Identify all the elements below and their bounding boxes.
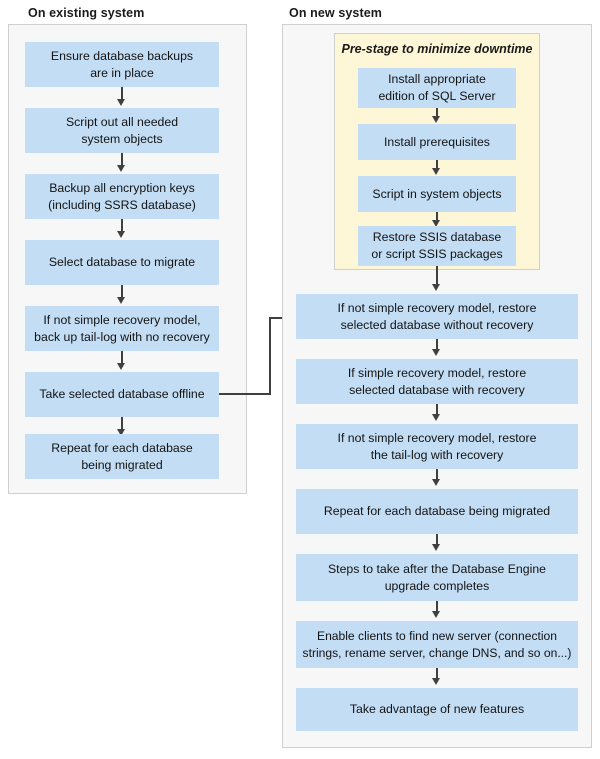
connector-line xyxy=(436,212,438,222)
connector-line xyxy=(436,160,438,170)
connector-line xyxy=(121,285,123,299)
connector-line xyxy=(436,266,438,286)
arrow-head-icon xyxy=(117,429,125,436)
column-heading-existing-system: On existing system xyxy=(28,6,145,20)
arrow-head-icon xyxy=(432,116,440,123)
arrow-head-icon xyxy=(117,363,125,370)
process-box-label: Restore SSIS database or script SSIS pac… xyxy=(371,230,503,261)
process-box-restore-without-recovery[interactable]: If not simple recovery model, restore se… xyxy=(296,294,578,339)
connector-line xyxy=(436,108,438,118)
cross-connector-line-vertical xyxy=(269,317,271,395)
column-heading-new-system: On new system xyxy=(289,6,382,20)
process-box-label: Install prerequisites xyxy=(384,134,490,149)
process-box-label: If not simple recovery model, restore se… xyxy=(337,300,537,332)
connector-line xyxy=(436,668,438,680)
cross-connector-line-horizontal-1 xyxy=(219,393,271,395)
arrow-head-icon xyxy=(117,297,125,304)
process-box-label: Take advantage of new features xyxy=(349,702,525,716)
prestage-title: Pre-stage to minimize downtime xyxy=(341,42,533,56)
arrow-head-icon xyxy=(432,284,440,291)
process-box-take-database-offline[interactable]: Take selected database offline xyxy=(25,372,219,417)
process-box-label: If not simple recovery model, restore th… xyxy=(337,430,537,462)
connector-line xyxy=(436,339,438,351)
process-box-restore-with-recovery[interactable]: If simple recovery model, restore select… xyxy=(296,359,578,404)
connector-line xyxy=(121,219,123,233)
process-box-repeat-each-database[interactable]: Repeat for each database being migrated xyxy=(25,434,219,479)
process-box-post-upgrade-steps[interactable]: Steps to take after the Database Engine … xyxy=(296,554,578,601)
process-box-restore-ssis[interactable]: Restore SSIS database or script SSIS pac… xyxy=(358,226,516,266)
arrow-head-icon xyxy=(432,168,440,175)
process-box-install-sql-server[interactable]: Install appropriate edition of SQL Serve… xyxy=(358,68,516,108)
arrow-head-icon xyxy=(432,414,440,421)
process-box-script-out-objects[interactable]: Script out all needed system objects xyxy=(25,108,219,153)
process-box-label: If simple recovery model, restore select… xyxy=(347,365,527,397)
process-box-select-database[interactable]: Select database to migrate xyxy=(25,240,219,285)
process-box-label: Enable clients to find new server (conne… xyxy=(302,628,572,660)
process-box-label: Steps to take after the Database Engine … xyxy=(327,561,547,593)
arrow-head-icon xyxy=(117,99,125,106)
process-box-label: If not simple recovery model, back up ta… xyxy=(34,312,210,344)
arrow-head-icon xyxy=(117,231,125,238)
arrow-head-icon xyxy=(432,479,440,486)
process-box-take-advantage-features[interactable]: Take advantage of new features xyxy=(296,688,578,731)
arrow-head-icon xyxy=(432,544,440,551)
process-box-ensure-backups[interactable]: Ensure database backups are in place xyxy=(25,42,219,87)
process-box-repeat-each-database-new[interactable]: Repeat for each database being migrated xyxy=(296,489,578,534)
arrow-head-icon xyxy=(117,165,125,172)
process-box-label: Script out all needed system objects xyxy=(65,114,179,146)
process-box-label: Ensure database backups are in place xyxy=(50,48,194,80)
process-box-script-in-objects[interactable]: Script in system objects xyxy=(358,176,516,212)
process-box-restore-tail-log[interactable]: If not simple recovery model, restore th… xyxy=(296,424,578,469)
process-box-label: Script in system objects xyxy=(372,186,502,201)
process-box-label: Install appropriate edition of SQL Serve… xyxy=(378,72,496,103)
arrow-head-icon xyxy=(432,678,440,685)
connector-line xyxy=(121,153,123,167)
process-box-backup-tail-log[interactable]: If not simple recovery model, back up ta… xyxy=(25,306,219,351)
arrow-head-icon xyxy=(432,220,440,227)
connector-line xyxy=(436,534,438,546)
arrow-head-icon xyxy=(432,349,440,356)
connector-line xyxy=(436,469,438,481)
process-box-install-prerequisites[interactable]: Install prerequisites xyxy=(358,124,516,160)
process-box-label: Select database to migrate xyxy=(48,255,196,269)
connector-line xyxy=(121,351,123,365)
process-box-label: Repeat for each database being migrated xyxy=(323,504,551,518)
arrow-head-icon xyxy=(432,611,440,618)
process-box-backup-encryption-keys[interactable]: Backup all encryption keys (including SS… xyxy=(25,174,219,219)
connector-line xyxy=(121,417,123,431)
process-box-enable-clients[interactable]: Enable clients to find new server (conne… xyxy=(296,621,578,668)
connector-line xyxy=(121,87,123,101)
connector-line xyxy=(436,404,438,416)
process-box-label: Repeat for each database being migrated xyxy=(51,440,193,472)
process-box-label: Take selected database offline xyxy=(39,387,205,401)
process-box-label: Backup all encryption keys (including SS… xyxy=(48,180,196,212)
connector-line xyxy=(436,601,438,613)
